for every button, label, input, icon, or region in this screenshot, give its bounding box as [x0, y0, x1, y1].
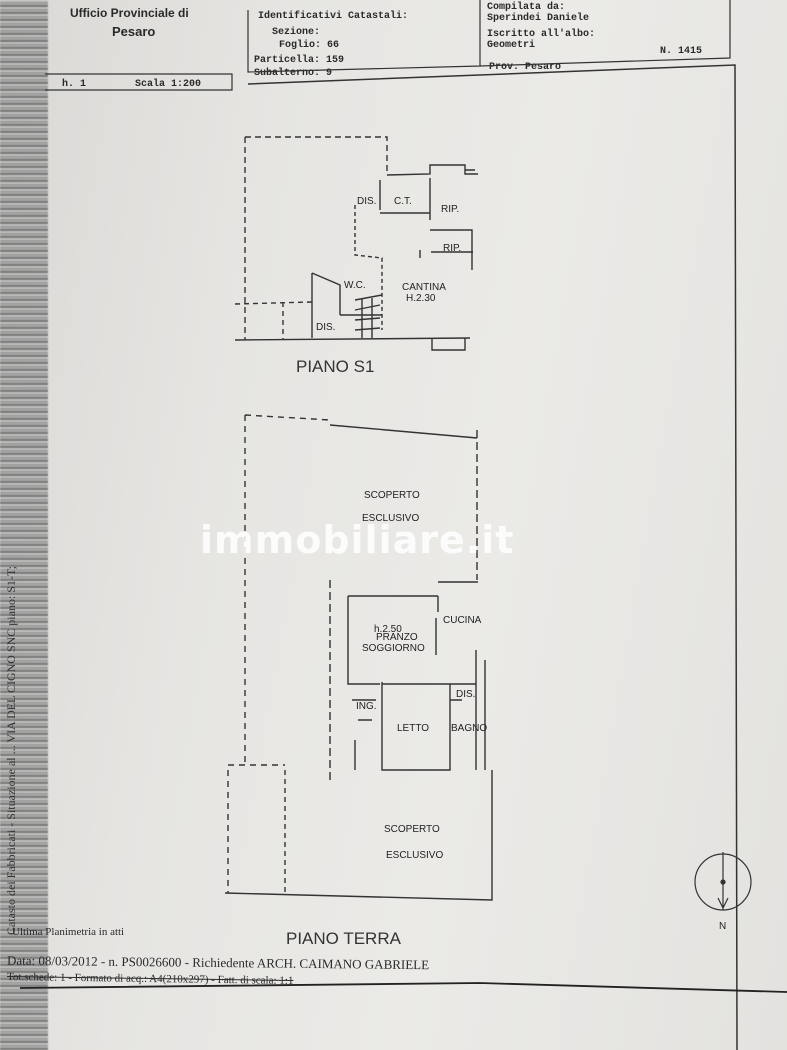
- room-label: SOGGIORNO: [362, 643, 425, 654]
- iscritto-value: Geometri: [487, 40, 536, 51]
- particella: Particella: 159: [254, 55, 345, 66]
- header-boxes: [45, 0, 738, 1050]
- compilata-label: Compilata da:: [487, 2, 566, 13]
- area-label: ESCLUSIVO: [386, 850, 443, 861]
- room-label: DIS.: [357, 196, 376, 207]
- room-label: ING.: [356, 701, 377, 712]
- room-label: W.C.: [344, 280, 366, 291]
- room-label: RIP.: [443, 243, 461, 254]
- plan-s1-walls: [234, 136, 478, 351]
- scheda-number: h. 1: [62, 79, 87, 90]
- compass-north-label: N: [719, 921, 726, 932]
- office-line1: Ufficio Provinciale di: [70, 6, 189, 20]
- room-label: RIP.: [441, 204, 459, 215]
- watermark: immobiliare.it: [200, 518, 515, 562]
- room-label: LETTO: [397, 723, 429, 734]
- sezione: Sezione:: [272, 27, 321, 38]
- provincia: Prov. Pesaro: [489, 62, 562, 73]
- area-label: ESCLUSIVO: [362, 513, 419, 524]
- footer-rule: [19, 982, 787, 993]
- room-label: C.T.: [394, 196, 412, 207]
- room-label: PRANZO: [376, 632, 418, 643]
- room-height: h.2.50: [374, 624, 402, 635]
- office-line2: Pesaro: [112, 24, 156, 39]
- area-label: SCOPERTO: [364, 490, 420, 501]
- compilata-name: Sperindei Daniele: [487, 13, 590, 24]
- scan-shadow-band: [0, 0, 48, 1050]
- room-height: H.2.30: [406, 293, 436, 304]
- room-label: CANTINA: [402, 282, 446, 293]
- iscritto-label: Iscritto all'albo:: [487, 29, 596, 40]
- subalterno: Subalterno: 9: [254, 68, 333, 79]
- room-label: DIS.: [316, 322, 335, 333]
- footer-ultima: Ultima Planimetria in atti: [12, 926, 125, 938]
- albo-number: N. 1415: [660, 46, 703, 57]
- compass: [694, 852, 752, 911]
- side-address-text: Catasto dei Fabbricati - Situazione al .…: [4, 566, 18, 935]
- plan-terra-title: PIANO TERRA: [286, 929, 402, 948]
- room-label: BAGNO: [451, 723, 487, 734]
- area-label: SCOPERTO: [384, 824, 440, 835]
- room-label: DIS.: [456, 689, 475, 700]
- room-label: CUCINA: [443, 615, 482, 626]
- plan-s1-title: PIANO S1: [296, 357, 374, 376]
- plan-terra-walls: [224, 414, 493, 901]
- scale: Scala 1:200: [135, 79, 202, 90]
- foglio: Foglio: 66: [279, 40, 340, 51]
- identifiers-title: Identificativi Catastali:: [258, 11, 409, 22]
